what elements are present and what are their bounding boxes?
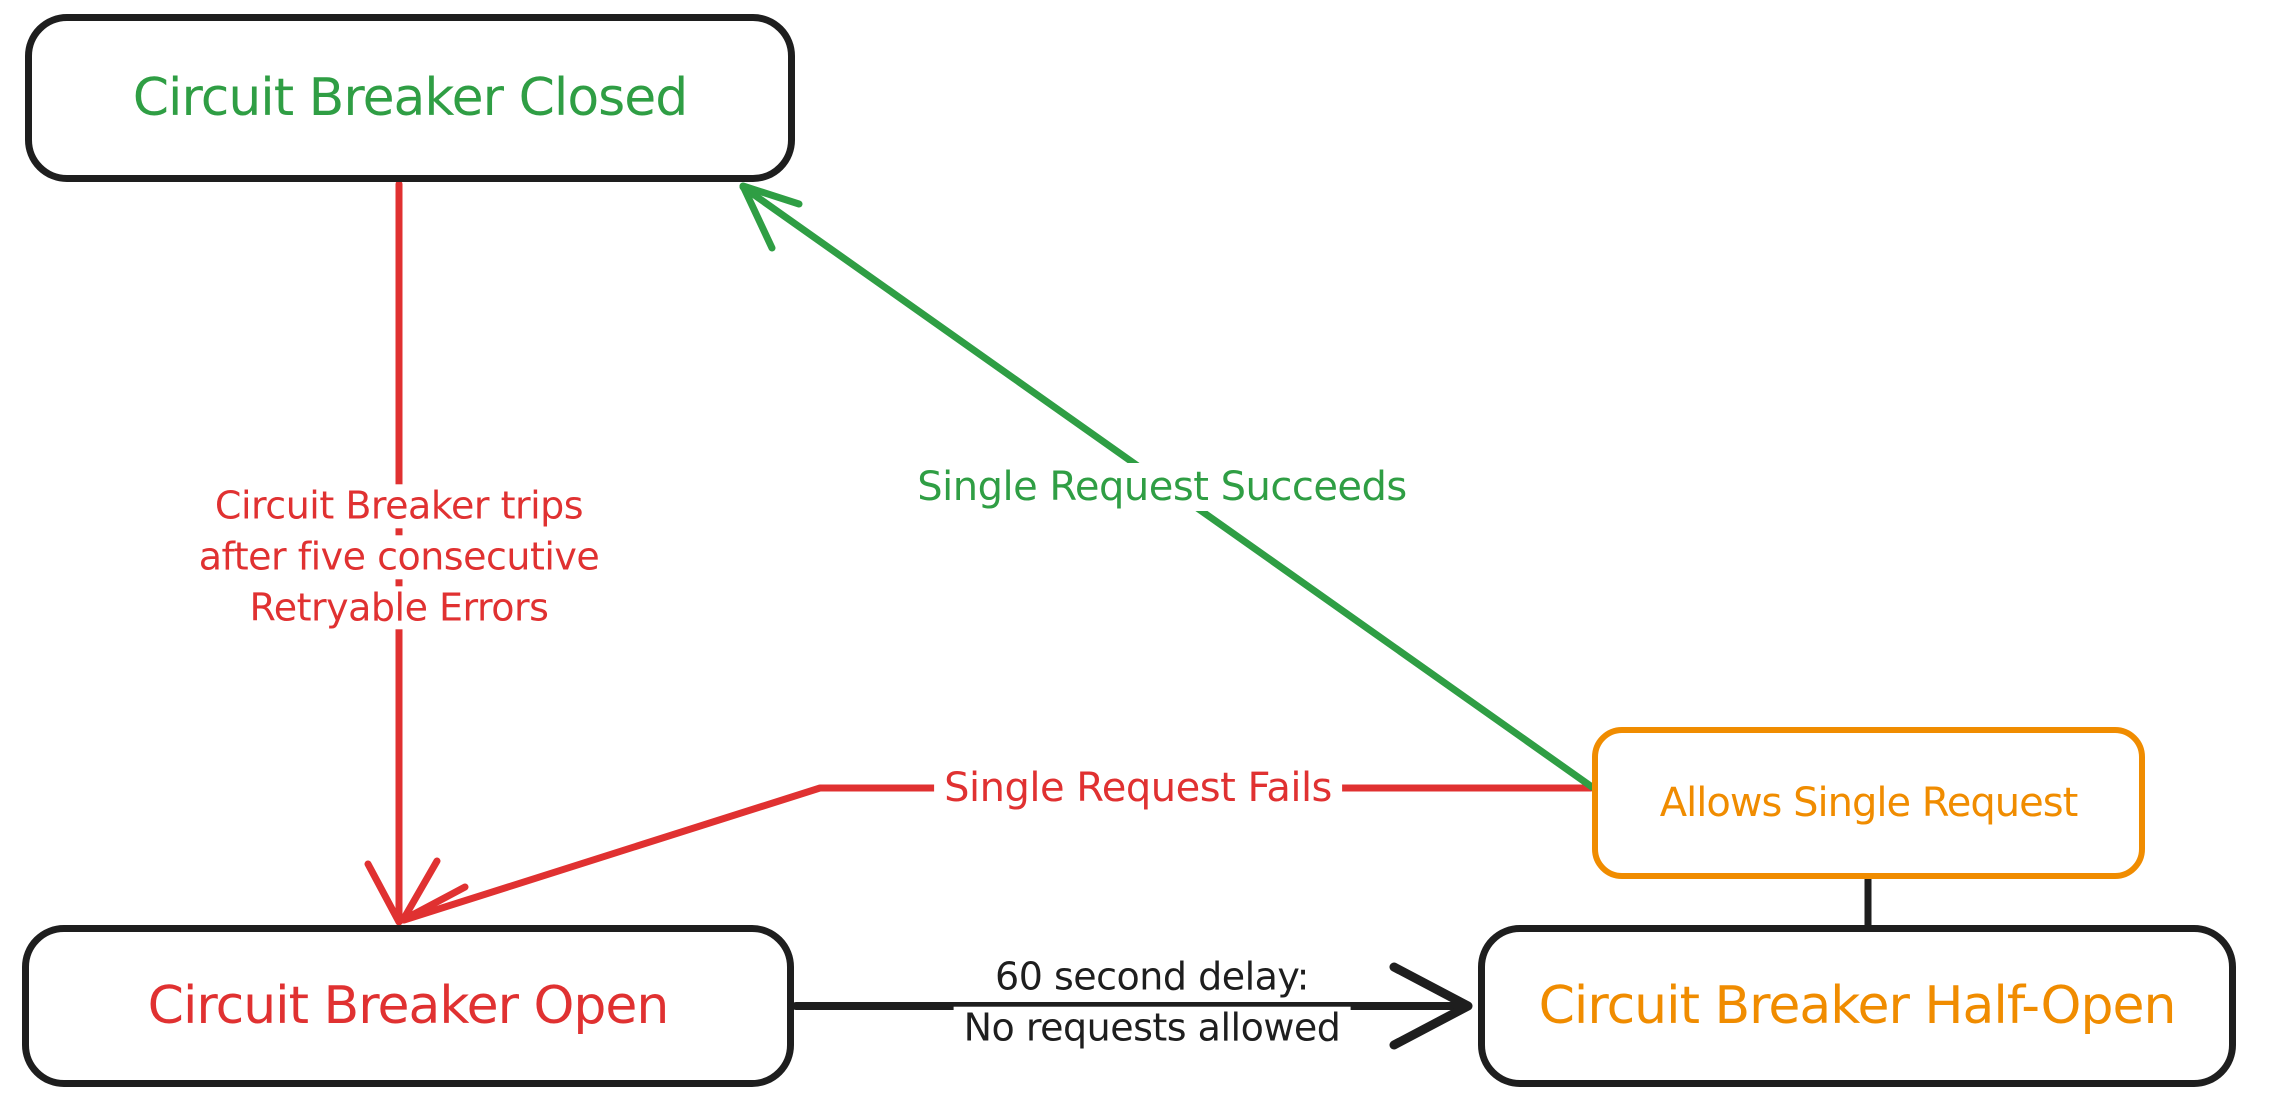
edge-trip-arrowhead bbox=[364, 856, 403, 926]
node-circuit-breaker-half-open: Circuit Breaker Half-Open bbox=[1478, 925, 2236, 1087]
edge-label-trip-line-2: after five consecutive bbox=[188, 535, 610, 579]
node-circuit-breaker-open-label: Circuit Breaker Open bbox=[147, 976, 670, 1036]
edge-label-trip-line-3: Retryable Errors bbox=[239, 585, 559, 630]
edge-label-fail-text: Single Request Fails bbox=[934, 764, 1342, 812]
edge-label-succeed: Single Request Succeeds bbox=[907, 463, 1417, 511]
edge-label-delay: 60 second delay: No requests allowed bbox=[953, 955, 1351, 1051]
node-circuit-breaker-closed-label: Circuit Breaker Closed bbox=[132, 68, 688, 128]
node-allows-single-request: Allows Single Request bbox=[1592, 727, 2145, 879]
edge-label-succeed-text: Single Request Succeeds bbox=[907, 463, 1417, 511]
edge-label-trip-line-1: Circuit Breaker trips bbox=[204, 484, 594, 529]
edge-label-delay-line-2: No requests allowed bbox=[953, 1006, 1351, 1051]
edge-label-trip: Circuit Breaker trips after five consecu… bbox=[188, 484, 610, 630]
edge-delay-arrowhead bbox=[1389, 962, 1473, 1050]
node-circuit-breaker-closed: Circuit Breaker Closed bbox=[25, 14, 795, 182]
edge-succeed-arrowhead bbox=[739, 182, 803, 252]
edge-fail-arrowhead bbox=[399, 857, 469, 924]
edge-label-fail: Single Request Fails bbox=[934, 764, 1342, 812]
edge-label-delay-line-1: 60 second delay: bbox=[985, 955, 1319, 1000]
node-circuit-breaker-open: Circuit Breaker Open bbox=[22, 925, 794, 1087]
node-circuit-breaker-half-open-label: Circuit Breaker Half-Open bbox=[1538, 976, 2177, 1036]
node-allows-single-request-label: Allows Single Request bbox=[1659, 780, 2078, 826]
